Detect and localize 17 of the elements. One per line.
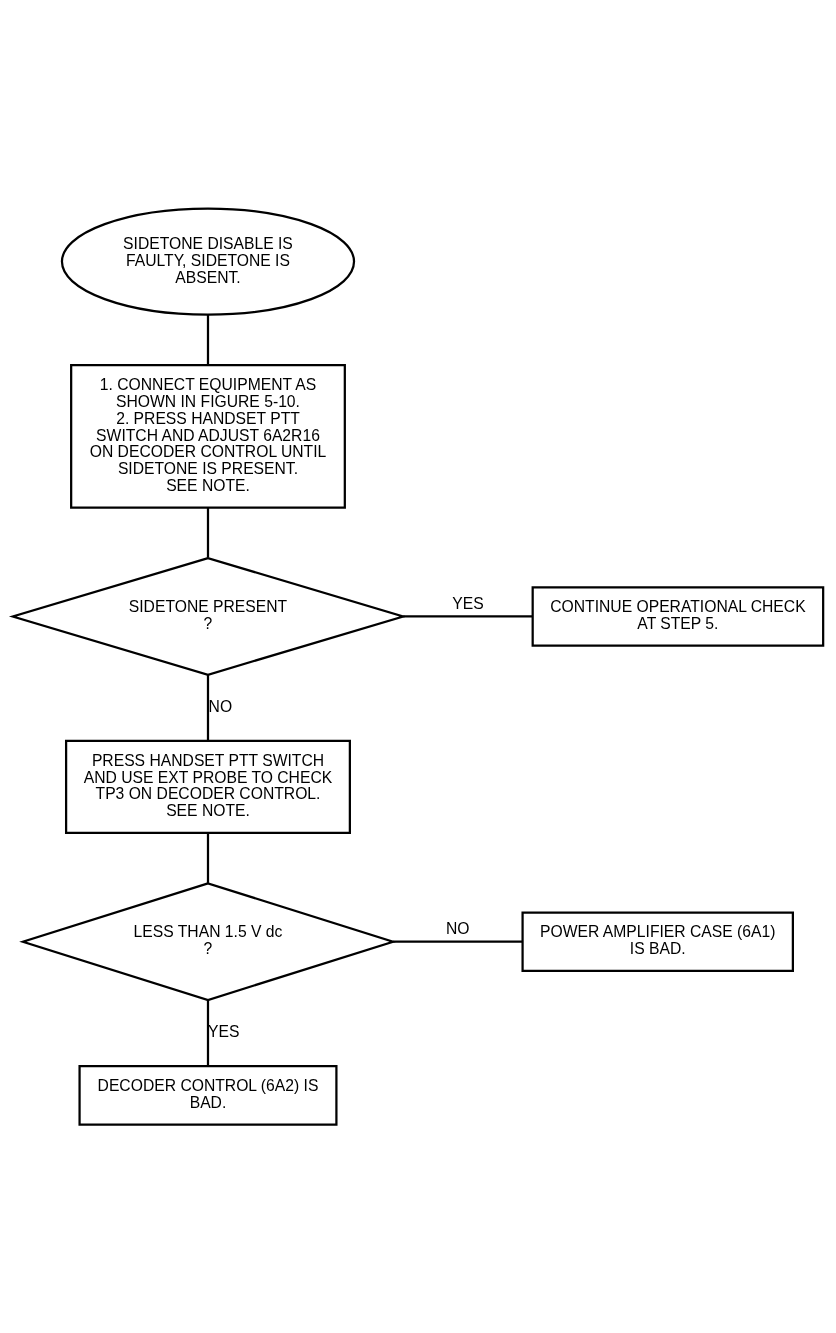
- node-box: PRESS HANDSET PTT SWITCH AND USE EXT PROBE TO CHECK TP3 ON DECODER CONTROL. SEE NOTE.: [65, 739, 351, 835]
- connector: [393, 940, 523, 943]
- connector: [206, 315, 210, 366]
- node-box: DECODER CONTROL (6A2) IS BAD.: [78, 1065, 338, 1126]
- node-ellipse: SIDETONE DISABLE IS FAULTY, SIDETONE IS ABSENT.: [60, 207, 356, 316]
- edge-label: NO: [446, 920, 470, 938]
- node-box: CONTINUE OPERATIONAL CHECK AT STEP 5.: [531, 586, 825, 647]
- edge-label: YES: [452, 594, 484, 612]
- connector: [206, 675, 210, 741]
- connector: [206, 833, 210, 883]
- node-box: 1. CONNECT EQUIPMENT AS SHOWN IN FIGURE 5-10. 2. PRESS HANDSET PTT SWITCH AND ADJUST 6A2R16 ON DECODER CONTROL UNTIL SIDETONE IS PRESENT. SEE NOTE.: [70, 364, 346, 509]
- edge-label: NO: [208, 698, 233, 716]
- connector: [403, 615, 533, 618]
- connector: [206, 507, 210, 558]
- connector: [206, 1000, 210, 1067]
- node-box: POWER AMPLIFIER CASE (6A1) IS BAD.: [521, 911, 794, 972]
- edge-label: YES: [208, 1023, 240, 1041]
